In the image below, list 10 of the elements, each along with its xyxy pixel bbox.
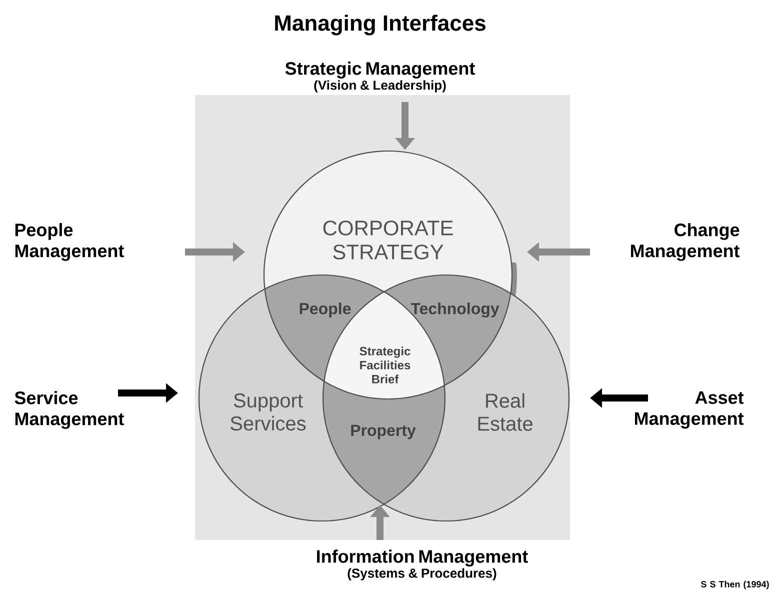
credit-text: S S Then (1994) [701,580,769,590]
region-label: Property [351,424,416,440]
text-label: Strategic Management (Vision & Leadership) [285,62,475,92]
text-label: Service Management [14,391,124,429]
text-label: Asset Management [635,391,744,429]
region-label: Strategic Facilities Brief [360,346,410,384]
text-label: Change Management [631,223,740,261]
text-label: Information Management (Systems & Procedures) [317,550,528,580]
text-label: People Management [15,223,124,261]
title: Managing Interfaces [275,14,486,36]
